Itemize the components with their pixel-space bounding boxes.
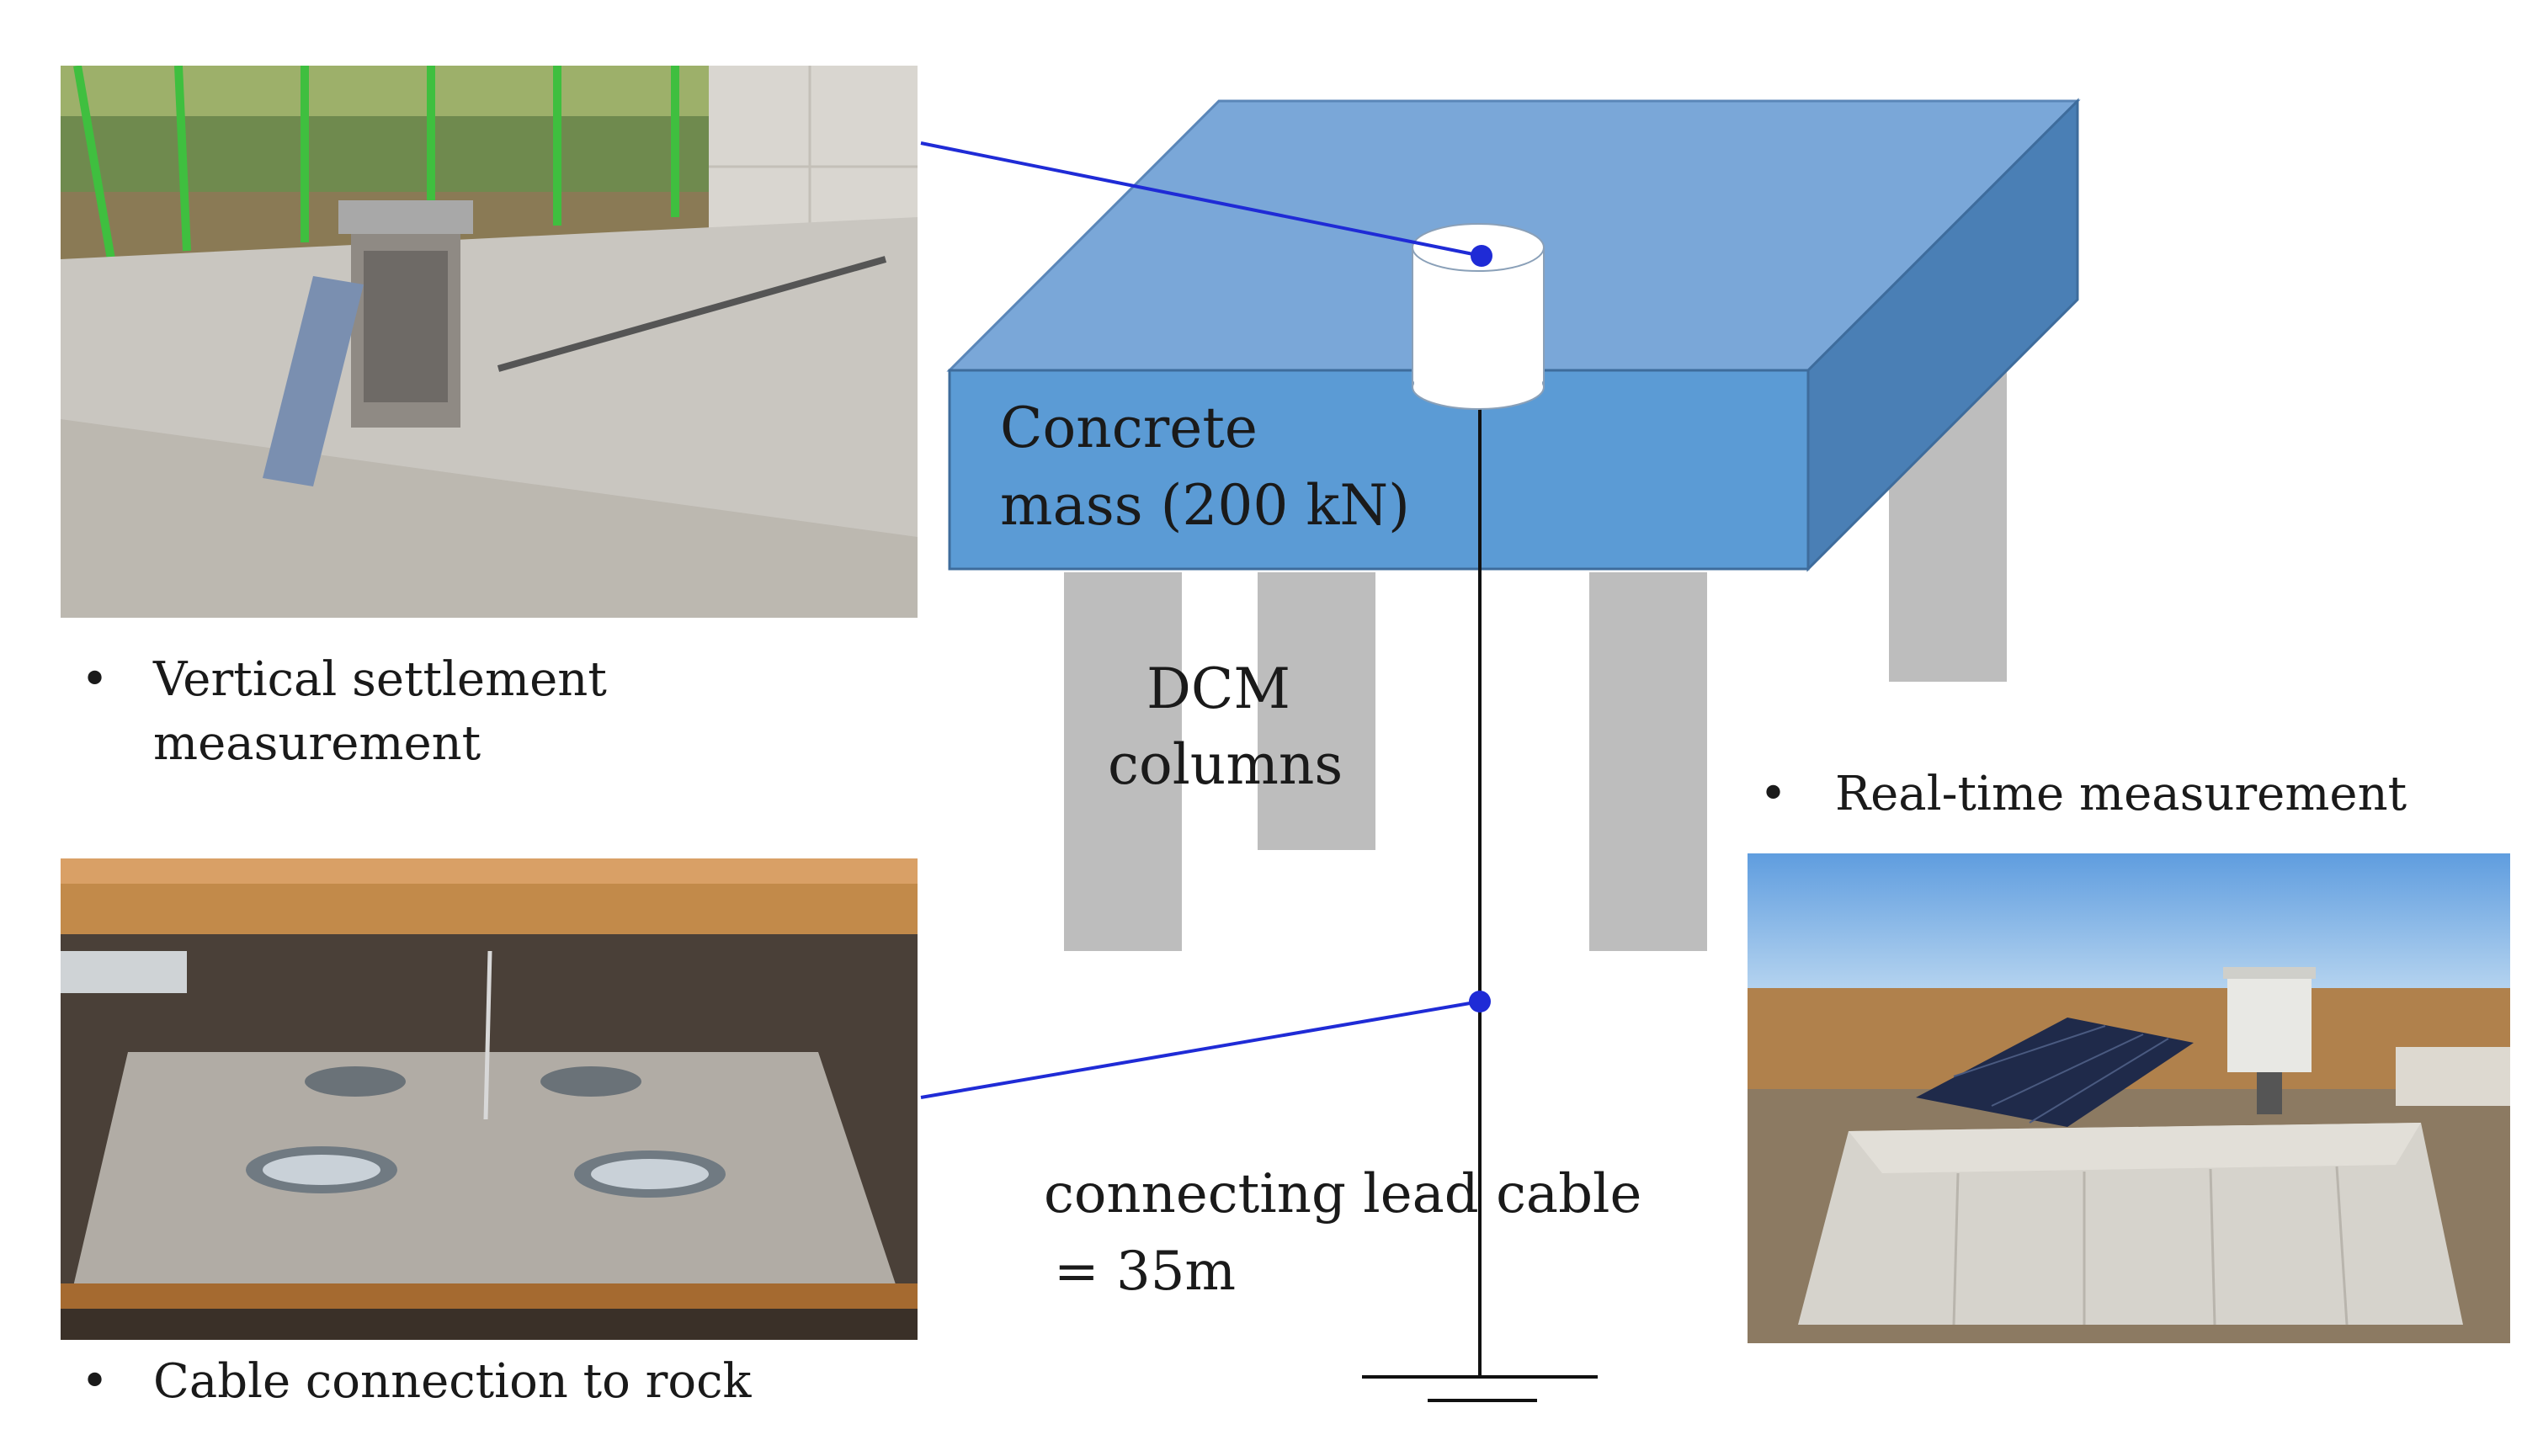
dcm-column-1 [1064, 572, 1182, 951]
bullet-realtime: • Real-time measurement [1759, 763, 2517, 830]
cable-label-line2: = 35m [1054, 1241, 1237, 1303]
bullet-vertical-settlement: • Vertical settlement measurement [81, 648, 754, 783]
bullet-vertical-line2: measurement [153, 716, 481, 771]
bullet-symbol: • [81, 652, 109, 707]
concrete-label-line1: Concrete [1000, 396, 1258, 460]
leader-dot-bottom [1469, 991, 1491, 1012]
bullet-cable-rock-text: Cable connection to rock [153, 1354, 752, 1409]
bullet-realtime-text: Real-time measurement [1835, 767, 2407, 821]
concrete-label-line2: mass (200 kN) [1000, 473, 1410, 538]
bullet-symbol: • [81, 1354, 109, 1409]
dcm-label-line2: columns [1108, 732, 1343, 797]
dcm-column-2 [1258, 572, 1375, 850]
cable-label-line1: connecting lead cable [1044, 1163, 1642, 1225]
leader-dot-top [1471, 245, 1492, 267]
bullet-cable-rock: • Cable connection to rock [81, 1350, 838, 1417]
dcm-column-3 [1589, 572, 1707, 951]
photo-cable-connection [61, 858, 918, 1340]
leader-line-top [920, 141, 1482, 258]
leader-line-bottom [920, 1000, 1481, 1099]
photo-realtime-station [1748, 853, 2510, 1343]
bullet-vertical-line1: Vertical settlement [153, 652, 607, 707]
bullet-symbol: • [1759, 767, 1788, 821]
concrete-block-front [948, 369, 1810, 571]
dcm-label-line1: DCM [1146, 656, 1290, 721]
photo-vertical-settlement [61, 66, 918, 618]
